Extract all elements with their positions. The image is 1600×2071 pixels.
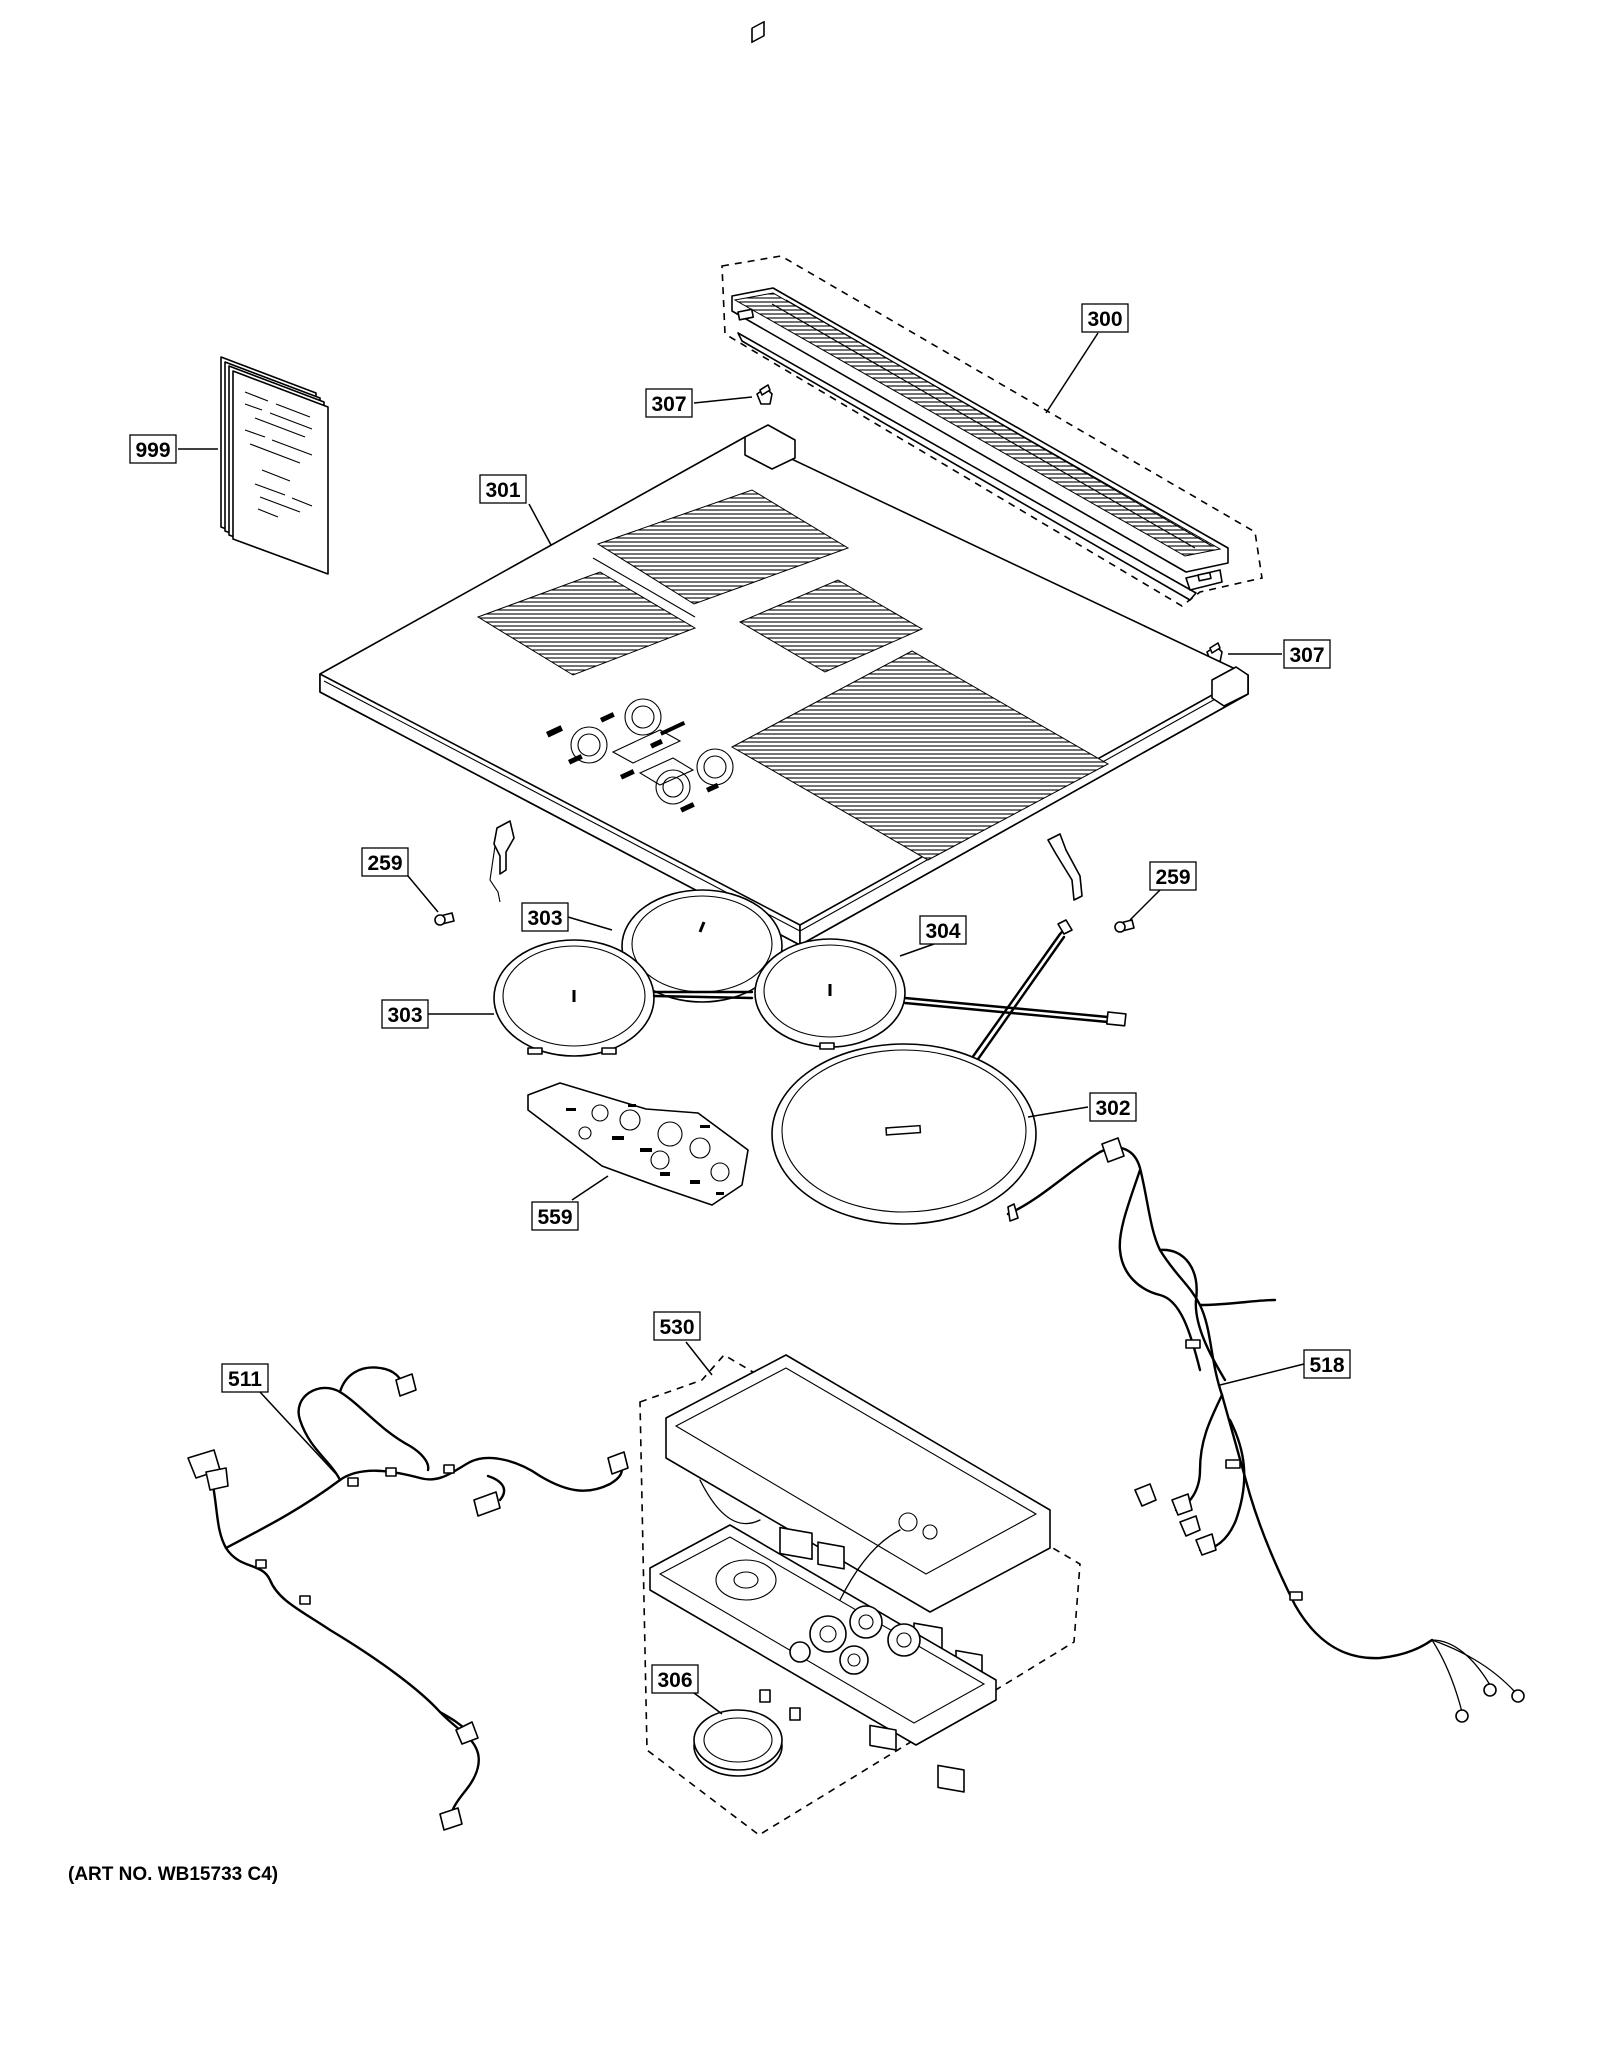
glass-cooktop	[319, 20, 1249, 946]
callout-530: 530	[653, 1311, 701, 1341]
callout-300: 300	[1081, 303, 1129, 333]
vent-trim-kit-outline	[721, 255, 1263, 607]
wire-harness-518	[1006, 1137, 1525, 1723]
callout-303-left-text: 303	[387, 1004, 422, 1027]
screw-259-right	[1114, 919, 1135, 933]
callout-300-text: 300	[1087, 308, 1122, 331]
callout-307-top-text: 307	[651, 393, 686, 416]
bracket-left	[489, 820, 515, 903]
callout-302: 302	[1089, 1092, 1137, 1122]
power-board-assembly	[649, 1354, 1051, 1793]
screw-259-left	[434, 912, 455, 926]
touch-control-board	[527, 1082, 749, 1206]
induction-coil-303-left	[493, 939, 655, 1057]
callout-259-left-text: 259	[367, 852, 402, 875]
callout-306-text: 306	[657, 1669, 692, 1692]
callout-303-top-text: 303	[527, 907, 562, 930]
callout-999-text: 999	[135, 439, 170, 462]
callout-307-right: 307	[1283, 639, 1331, 669]
callout-511: 511	[221, 1363, 269, 1393]
induction-coil-302	[771, 1043, 1037, 1225]
callout-259-right: 259	[1149, 861, 1197, 891]
callout-307-top: 307	[645, 388, 693, 418]
callout-306: 306	[651, 1664, 699, 1694]
callout-559: 559	[531, 1201, 579, 1231]
callout-999: 999	[129, 434, 177, 464]
induction-coil-304	[754, 938, 906, 1050]
gasket-ring-306	[693, 1709, 783, 1777]
callout-303-left: 303	[381, 999, 429, 1029]
power-board-kit-outline	[639, 1353, 1081, 1836]
callout-303-top: 303	[521, 902, 569, 932]
callout-302-text: 302	[1095, 1097, 1130, 1120]
coil-302-terminal	[1057, 919, 1073, 935]
callout-511-text: 511	[228, 1368, 262, 1391]
callout-304: 304	[919, 915, 967, 945]
wire-harness-511	[187, 1366, 629, 1831]
coil-304-connector	[1105, 1011, 1127, 1027]
callout-301-text: 301	[485, 479, 520, 502]
vent-trim	[731, 287, 1229, 601]
callout-304-text: 304	[925, 920, 960, 943]
callout-518: 518	[1303, 1349, 1351, 1379]
clip-307-left	[756, 384, 773, 405]
callout-259-right-text: 259	[1155, 866, 1190, 889]
callout-307-right-text: 307	[1289, 644, 1324, 667]
callout-301: 301	[479, 474, 527, 504]
callout-518-text: 518	[1309, 1354, 1344, 1377]
callout-559-text: 559	[537, 1206, 572, 1229]
callout-259-left: 259	[361, 847, 409, 877]
owner-manual	[220, 356, 329, 575]
bracket-right	[1047, 833, 1083, 901]
callout-530-text: 530	[659, 1316, 694, 1339]
art-number: (ART NO. WB15733 C4)	[68, 1864, 278, 1885]
